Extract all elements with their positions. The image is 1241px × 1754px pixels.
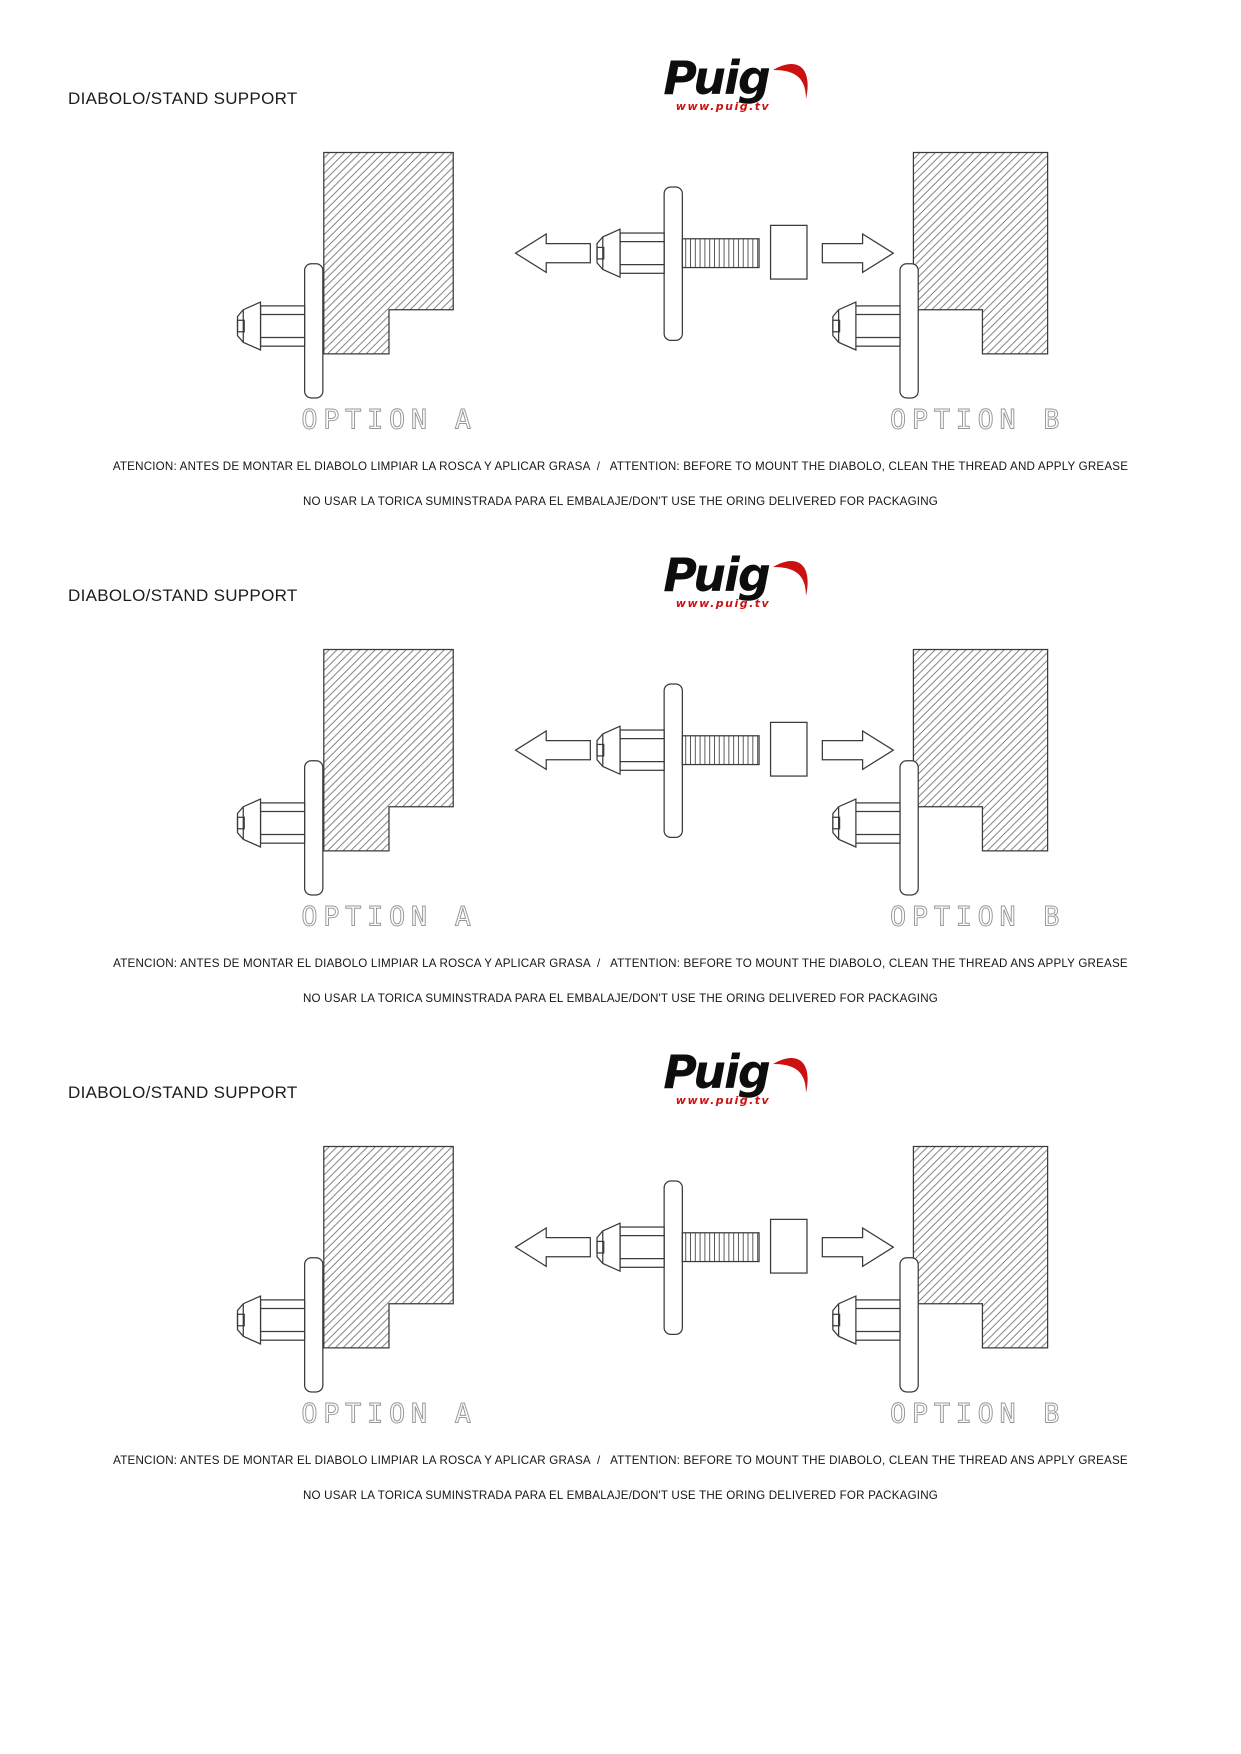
- section-header: DIABOLO/STAND SUPPORT Puig www.puig.tv: [0, 55, 1241, 137]
- option-b-label: OPTION B: [890, 405, 1065, 436]
- arrow-right: [821, 232, 894, 274]
- section-header: DIABOLO/STAND SUPPORT Puig www.puig.tv: [0, 552, 1241, 634]
- arrow-left: [513, 232, 591, 274]
- warning-text-2: NO USAR LA TORICA SUMINSTRADA PARA EL EM…: [302, 992, 939, 1005]
- instruction-section-3: DIABOLO/STAND SUPPORT Puig www.puig.tv O…: [0, 1049, 1241, 1546]
- assembly-diagram: OPTION A OPTION B: [121, 141, 1121, 448]
- puig-logo: Puig www.puig.tv: [628, 552, 848, 609]
- instruction-section-2: DIABOLO/STAND SUPPORT Puig www.puig.tv O…: [0, 552, 1241, 1049]
- logo-url: www.puig.tv: [675, 1094, 771, 1107]
- logo-url: www.puig.tv: [675, 100, 771, 113]
- warnings-block: ATENCION: ANTES DE MONTAR EL DIABOLO LIM…: [0, 460, 1241, 508]
- logo-swoosh-icon: [772, 561, 808, 596]
- swingarm-plate-left: [303, 263, 323, 399]
- option-a-label: OPTION A: [301, 902, 476, 933]
- warning-text-2: NO USAR LA TORICA SUMINSTRADA PARA EL EM…: [302, 495, 939, 508]
- diabolo-body-right: [854, 305, 901, 347]
- assembly-diagram: OPTION A OPTION B: [121, 638, 1121, 945]
- page-title: DIABOLO/STAND SUPPORT: [68, 1083, 298, 1102]
- diabolo-flange-center: [595, 228, 621, 279]
- warnings-block: ATENCION: ANTES DE MONTAR EL DIABOLO LIM…: [0, 1454, 1241, 1502]
- page-title: DIABOLO/STAND SUPPORT: [68, 586, 298, 605]
- logo-url: www.puig.tv: [675, 597, 771, 610]
- swingarm-plate-center: [663, 186, 683, 342]
- instruction-section-1: DIABOLO/STAND SUPPORT Puig www.puig.tv: [0, 55, 1241, 552]
- warnings-block: ATENCION: ANTES DE MONTAR EL DIABOLO LIM…: [0, 957, 1241, 1005]
- puig-logo-text: Puig: [663, 1045, 771, 1099]
- warning-text-1: ATENCION: ANTES DE MONTAR EL DIABOLO LIM…: [113, 957, 1128, 970]
- section-header: DIABOLO/STAND SUPPORT Puig www.puig.tv: [0, 1049, 1241, 1131]
- spacer-block: [769, 224, 808, 280]
- frame-block-right: [912, 151, 1048, 355]
- diabolo-body-center: [618, 232, 665, 274]
- warning-text-2: NO USAR LA TORICA SUMINSTRADA PARA EL EM…: [302, 1489, 939, 1502]
- diabolo-body-left: [259, 305, 305, 347]
- puig-logo: Puig www.puig.tv: [628, 1049, 848, 1106]
- option-b-label: OPTION B: [890, 1399, 1065, 1430]
- option-a-label: OPTION A: [301, 405, 476, 436]
- warning-text-1: ATENCION: ANTES DE MONTAR EL DIABOLO LIM…: [112, 460, 1129, 473]
- frame-block-left: [322, 151, 454, 355]
- warning-text-1: ATENCION: ANTES DE MONTAR EL DIABOLO LIM…: [113, 1454, 1128, 1467]
- option-a-label: OPTION A: [301, 1399, 476, 1430]
- puig-logo: Puig www.puig.tv: [628, 55, 848, 112]
- diabolo-flange-right: [831, 301, 857, 351]
- swingarm-plate-right: [898, 263, 919, 399]
- puig-logo-text: Puig: [663, 51, 771, 105]
- bolt-thread: [681, 238, 760, 269]
- logo-swoosh-icon: [772, 1058, 808, 1093]
- logo-swoosh-icon: [772, 64, 808, 99]
- puig-logo-text: Puig: [663, 548, 771, 602]
- assembly-diagram: OPTION A OPTION B: [121, 1135, 1121, 1442]
- page-title: DIABOLO/STAND SUPPORT: [68, 89, 298, 108]
- diabolo-flange-left: [236, 301, 261, 351]
- option-b-label: OPTION B: [890, 902, 1065, 933]
